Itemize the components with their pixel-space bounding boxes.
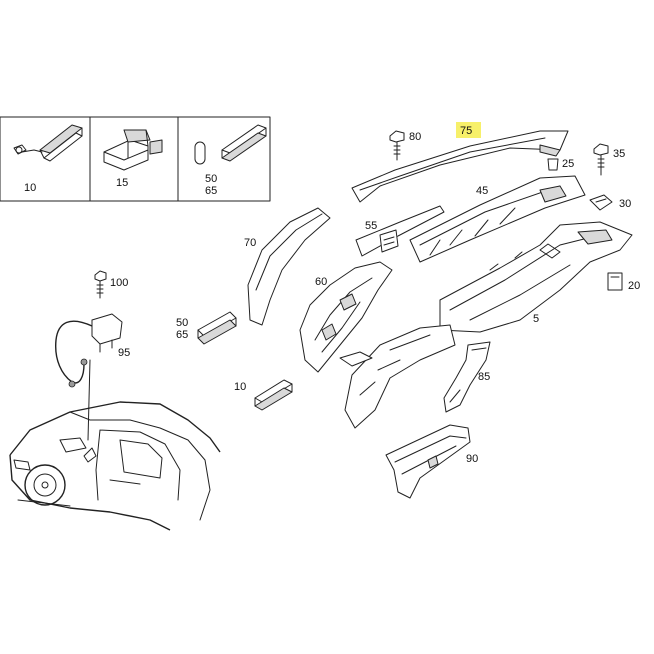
callout-50-inset: 50 xyxy=(205,173,217,185)
callout-10-inset: 10 xyxy=(24,182,36,194)
callout-75[interactable]: 75 xyxy=(460,125,472,137)
inset-part-50-65-drawing xyxy=(194,124,267,165)
callout-95[interactable]: 95 xyxy=(118,347,130,359)
part-25-clip[interactable] xyxy=(547,158,559,171)
part-100-screw[interactable] xyxy=(94,270,107,299)
callout-100[interactable]: 100 xyxy=(110,277,128,289)
callout-65[interactable]: 65 xyxy=(176,329,188,341)
callout-60[interactable]: 60 xyxy=(315,276,327,288)
callout-5[interactable]: 5 xyxy=(533,313,539,325)
lower-duct-assembly xyxy=(339,324,456,429)
callout-10[interactable]: 10 xyxy=(234,381,246,393)
part-85-tube[interactable] xyxy=(443,341,491,413)
part-60-inner-trim[interactable] xyxy=(299,261,393,373)
part-35-screw[interactable] xyxy=(593,143,609,176)
part-75-trim-strip[interactable] xyxy=(351,130,569,203)
callout-95-leader-line xyxy=(87,359,91,441)
inset-part-10-drawing xyxy=(13,124,83,162)
part-50-65-seal-strip[interactable] xyxy=(197,311,237,345)
part-55-trim-piece[interactable] xyxy=(355,205,445,257)
callout-35[interactable]: 35 xyxy=(613,148,625,160)
part-70-pillar-trim[interactable] xyxy=(247,207,331,326)
callout-85[interactable]: 85 xyxy=(478,371,490,383)
car-outline-drawing xyxy=(9,401,221,531)
part-20-clip[interactable] xyxy=(607,272,623,291)
callout-50[interactable]: 50 xyxy=(176,317,188,329)
callout-90[interactable]: 90 xyxy=(466,453,478,465)
callout-75-highlight xyxy=(456,122,481,138)
part-5-panel[interactable] xyxy=(439,221,633,333)
callout-70[interactable]: 70 xyxy=(244,237,256,249)
part-10-strip[interactable] xyxy=(254,379,293,411)
callout-30[interactable]: 30 xyxy=(619,198,631,210)
inset-part-15-drawing xyxy=(103,129,163,171)
inset-box: 10 15 50 65 xyxy=(0,116,271,202)
callout-20[interactable]: 20 xyxy=(628,280,640,292)
callout-15-inset: 15 xyxy=(116,177,128,189)
callout-65-inset: 65 xyxy=(205,185,217,197)
part-30-nut[interactable] xyxy=(589,194,613,211)
part-90-tray[interactable] xyxy=(385,424,471,499)
part-80-screw[interactable] xyxy=(389,130,405,161)
part-45-bracket[interactable] xyxy=(409,175,586,263)
callout-25[interactable]: 25 xyxy=(562,158,574,170)
callout-55[interactable]: 55 xyxy=(365,220,377,232)
callout-45[interactable]: 45 xyxy=(476,185,488,197)
part-95-sensor[interactable] xyxy=(55,313,123,388)
callout-80[interactable]: 80 xyxy=(409,131,421,143)
